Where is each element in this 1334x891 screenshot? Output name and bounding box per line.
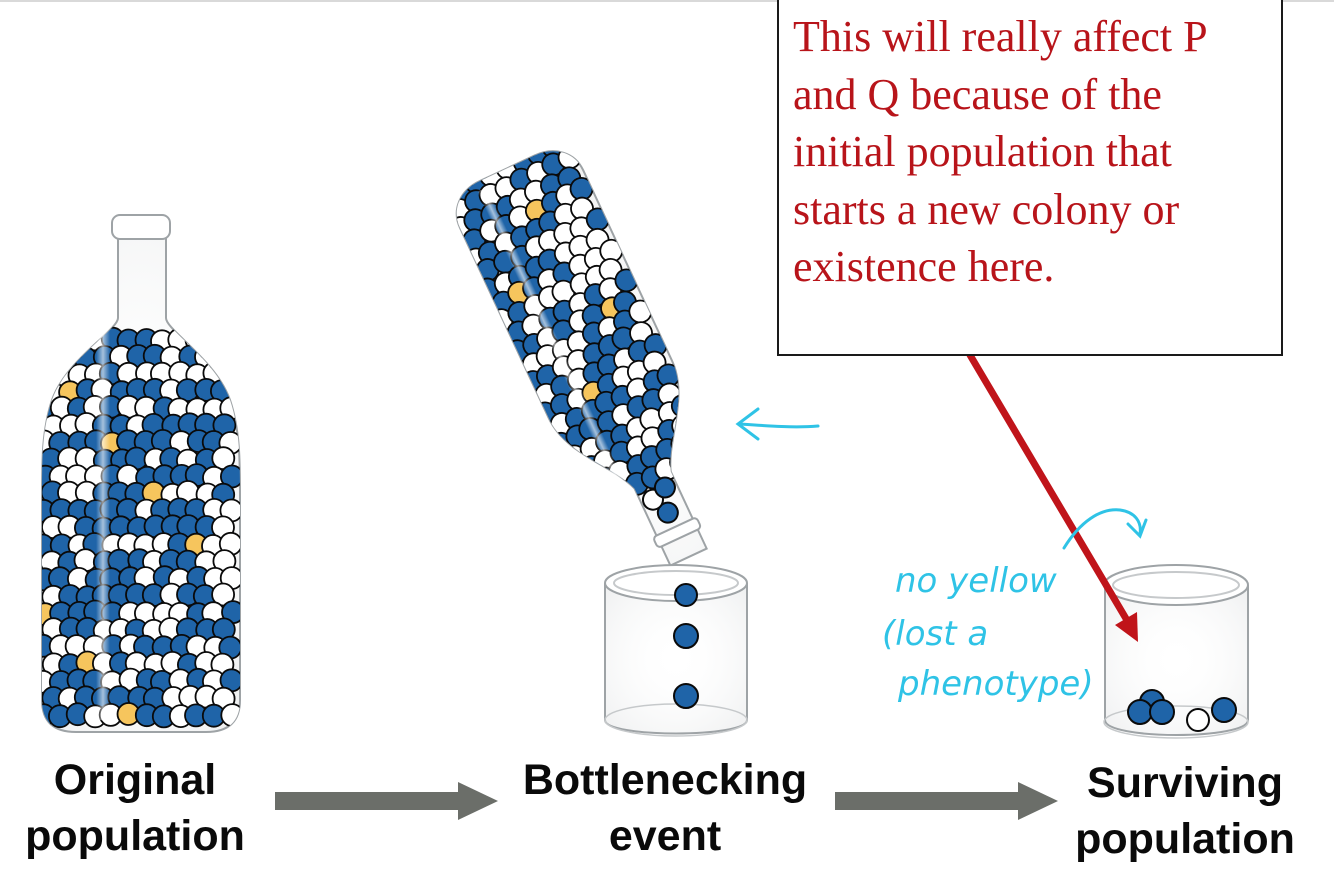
yellow-bead bbox=[562, 463, 587, 488]
blue-bead bbox=[203, 327, 227, 352]
surviving-cup-icon bbox=[1103, 564, 1249, 739]
blue-bead bbox=[48, 327, 73, 352]
cyan-curved-arrow-icon bbox=[1062, 508, 1148, 550]
blue-bead bbox=[42, 328, 56, 353]
stage-label-line: Bottlenecking bbox=[522, 756, 808, 804]
white-bead bbox=[685, 442, 710, 467]
right-arrow-icon bbox=[835, 782, 1058, 820]
stage-label-surviving: Surviving population bbox=[1050, 755, 1320, 867]
stage-label-line: event bbox=[608, 812, 722, 860]
cyan-left-arrow-icon bbox=[735, 407, 820, 441]
original-bottle-icon bbox=[41, 214, 241, 733]
stage-label-line: population bbox=[1075, 815, 1295, 863]
handwritten-line-1: no yellow bbox=[895, 561, 1057, 601]
stage-label-original: Original population bbox=[10, 752, 260, 864]
top-rule bbox=[0, 0, 1334, 2]
stage-label-line: Surviving bbox=[1087, 759, 1283, 807]
blue-bead bbox=[592, 487, 617, 512]
blue-bead bbox=[42, 362, 56, 387]
annotation-text: This will really affect P and Q because … bbox=[793, 12, 1208, 291]
annotation-box: This will really affect P and Q because … bbox=[777, 0, 1283, 356]
right-arrow-icon bbox=[275, 782, 498, 820]
blue-bead bbox=[578, 493, 602, 517]
handwritten-note: no yellow (lost a phenotype) bbox=[882, 561, 1094, 704]
handwritten-line-3: phenotype) bbox=[897, 664, 1094, 704]
pouring-bottle-icon bbox=[445, 139, 710, 567]
white-bead bbox=[64, 329, 89, 354]
middle-cup-icon bbox=[604, 564, 748, 737]
stage-label-bottleneck: Bottlenecking event bbox=[500, 752, 830, 864]
blue-bead bbox=[210, 344, 235, 369]
handwritten-line-2: (lost a bbox=[882, 614, 988, 654]
blue-bead bbox=[579, 476, 604, 500]
blue-bead bbox=[42, 344, 65, 369]
stage-label-line: Original bbox=[53, 756, 217, 804]
red-pointer-arrow-icon bbox=[966, 351, 1138, 642]
blue-bead bbox=[685, 424, 710, 449]
stage-label-line: population bbox=[25, 812, 245, 860]
blue-bead bbox=[220, 361, 240, 386]
blue-bead bbox=[221, 327, 240, 352]
